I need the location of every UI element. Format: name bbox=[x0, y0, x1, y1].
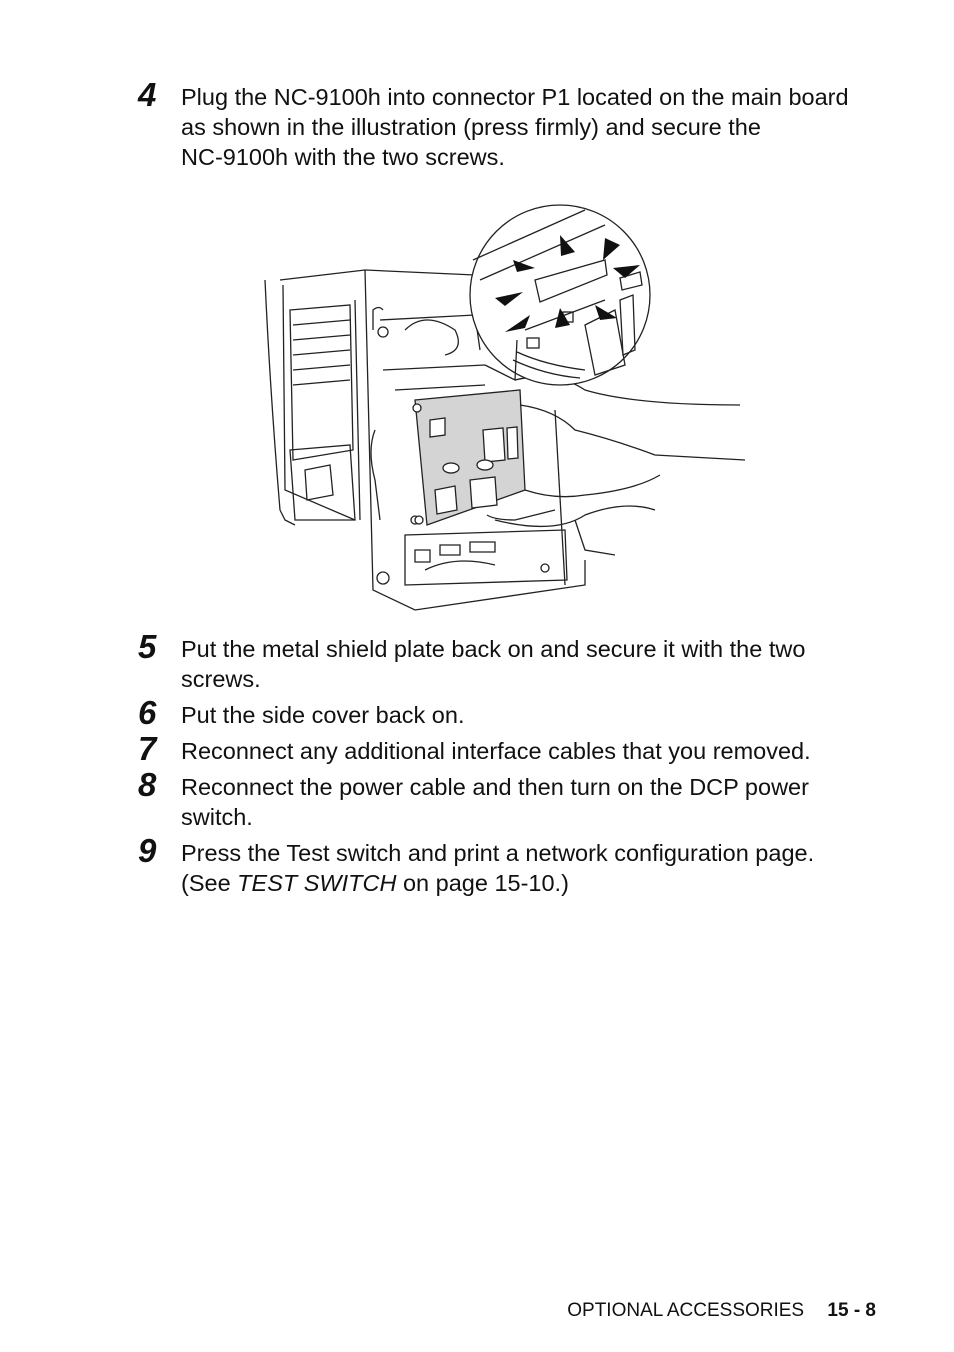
step-text: Plug the NC-9100h into connector P1 loca… bbox=[181, 82, 881, 172]
page-footer: OPTIONAL ACCESSORIES 15 - 8 bbox=[567, 1300, 876, 1322]
step-line: switch. bbox=[181, 804, 253, 830]
footer-page-number: 15 - 8 bbox=[827, 1300, 876, 1321]
step-number: 4 bbox=[138, 76, 157, 113]
step-text: Press the Test switch and print a networ… bbox=[181, 838, 881, 898]
step-text: Put the side cover back on. bbox=[181, 700, 881, 730]
step-text: Reconnect the power cable and then turn … bbox=[181, 772, 881, 832]
test-switch-reference-link[interactable]: TEST SWITCH bbox=[237, 870, 397, 896]
step-line-see-reference: (See TEST SWITCH on page 15-10.) bbox=[181, 868, 881, 898]
step-number: 5 bbox=[138, 628, 157, 665]
step-text: Reconnect any additional interface cable… bbox=[181, 736, 881, 766]
step-number: 6 bbox=[138, 694, 157, 731]
step-number: 9 bbox=[138, 832, 157, 869]
printer-install-illustration bbox=[255, 190, 755, 620]
step-line: Plug the NC-9100h into connector P1 loca… bbox=[181, 84, 849, 110]
step-number: 8 bbox=[138, 766, 157, 803]
step-number: 7 bbox=[138, 730, 157, 767]
step-line: Put the side cover back on. bbox=[181, 702, 465, 728]
step-text: Put the metal shield plate back on and s… bbox=[181, 634, 881, 694]
printer-install-nc9100h-illustration-icon bbox=[264, 204, 746, 611]
reference-prefix: (See bbox=[181, 870, 238, 896]
reference-suffix: on page 15-10.) bbox=[396, 870, 569, 896]
step-line: Reconnect any additional interface cable… bbox=[181, 738, 811, 764]
step-line: screws. bbox=[181, 666, 261, 692]
step-line: Press the Test switch and print a networ… bbox=[181, 840, 815, 866]
step-line: Put the metal shield plate back on and s… bbox=[181, 636, 806, 662]
step-line: NC-9100h with the two screws. bbox=[181, 144, 505, 170]
step-line: as shown in the illustration (press firm… bbox=[181, 114, 761, 140]
footer-section-title: OPTIONAL ACCESSORIES bbox=[567, 1300, 805, 1321]
step-line: Reconnect the power cable and then turn … bbox=[181, 774, 809, 800]
